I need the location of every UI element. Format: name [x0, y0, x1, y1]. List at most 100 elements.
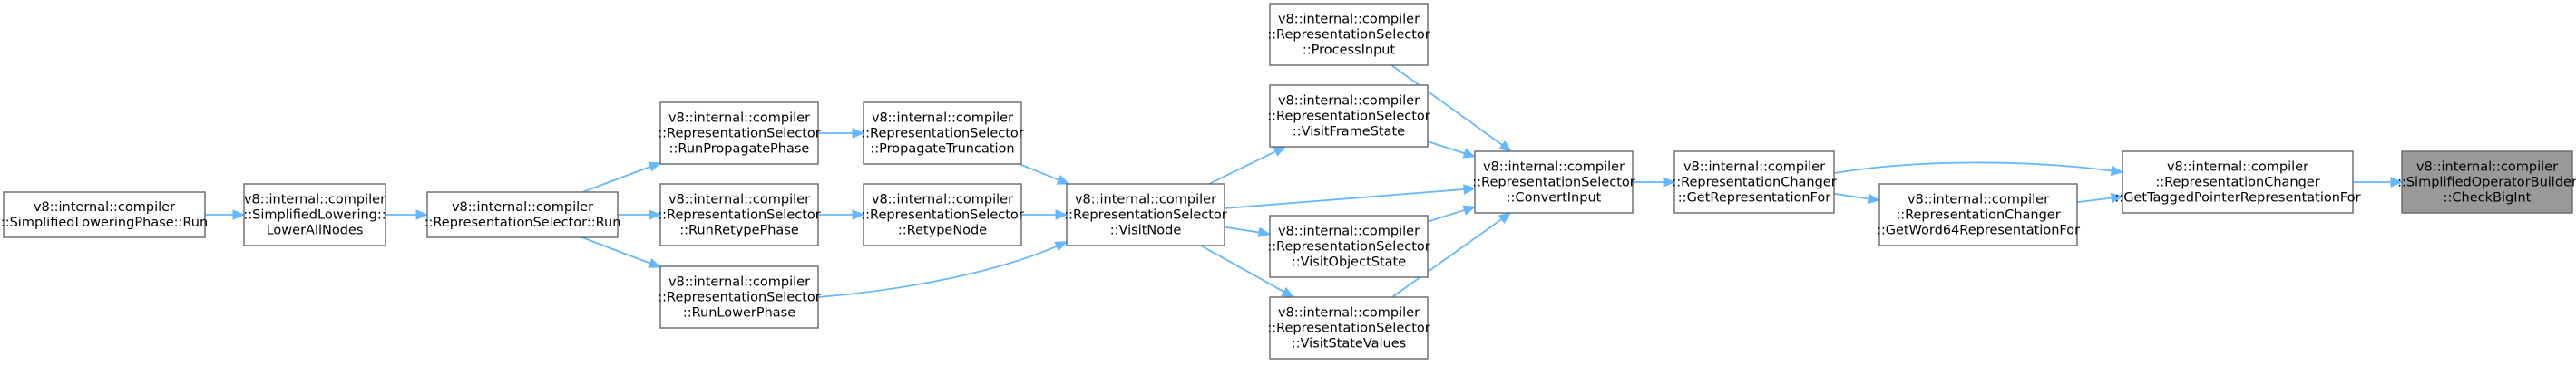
- node-run-propagate-phase-label-line-1: v8::internal::compiler: [668, 111, 810, 126]
- node-get-word64-representation-for-box[interactable]: [1878, 183, 2078, 246]
- node-run-retype-phase-box[interactable]: [659, 183, 819, 246]
- edge-visit-node-to-visit-frame-state-arrowhead: [1273, 146, 1287, 157]
- node-run-retype-phase-label-line-3: ::RunRetypePhase: [679, 224, 799, 238]
- node-propagate-truncation[interactable]: v8::internal::compiler::RepresentationSe…: [861, 101, 1024, 165]
- node-propagate-truncation-box[interactable]: [863, 101, 1022, 165]
- node-visit-object-state[interactable]: v8::internal::compiler::RepresentationSe…: [1267, 215, 1430, 278]
- edge-get-representation-for-to-get-word64-representation-for[interactable]: [1833, 192, 1869, 200]
- node-lower-all-nodes[interactable]: v8::internal::compiler::SimplifiedLoweri…: [243, 183, 386, 246]
- node-representation-selector-run-box[interactable]: [426, 191, 619, 238]
- edge-propagate-truncation-to-visit-node-arrowhead: [1056, 175, 1070, 185]
- node-run-propagate-phase-box[interactable]: [659, 101, 819, 165]
- node-visit-frame-state-box[interactable]: [1269, 84, 1429, 148]
- node-get-tagged-pointer-representation-for[interactable]: v8::internal::compiler::RepresentationCh…: [2114, 150, 2361, 214]
- node-run-propagate-phase[interactable]: v8::internal::compiler::RepresentationSe…: [658, 101, 821, 165]
- node-get-word64-representation-for[interactable]: v8::internal::compiler::RepresentationCh…: [1877, 183, 2080, 246]
- node-simplified-lowering-phase-run-box[interactable]: [3, 191, 206, 238]
- node-visit-frame-state[interactable]: v8::internal::compiler::RepresentationSe…: [1267, 84, 1430, 148]
- node-retype-node-label-line-2: ::RepresentationSelector: [861, 208, 1023, 223]
- nodes: v8::internal::compiler::SimplifiedLoweri…: [1, 3, 2576, 360]
- node-get-tagged-pointer-representation-for-box[interactable]: [2122, 150, 2354, 214]
- node-visit-frame-state-label-line-2: ::RepresentationSelector: [1267, 110, 1429, 124]
- node-representation-selector-run-label-line-1: v8::internal::compiler: [452, 200, 593, 215]
- edge-visit-node-to-convert-input-arrowhead: [1463, 184, 1477, 195]
- edge-process-input-to-convert-input[interactable]: [1390, 64, 1503, 146]
- edge-visit-node-to-visit-state-values[interactable]: [1200, 245, 1285, 293]
- node-process-input-box[interactable]: [1269, 3, 1429, 66]
- node-propagate-truncation-label-line-3: ::PropagateTruncation: [870, 142, 1014, 157]
- node-run-lower-phase-box[interactable]: [659, 265, 819, 329]
- node-check-big-int[interactable]: v8::internal::compiler::SimplifiedOperat…: [2397, 150, 2576, 214]
- node-process-input[interactable]: v8::internal::compiler::RepresentationSe…: [1267, 3, 1430, 66]
- node-run-retype-phase-label-line-2: ::RepresentationSelector: [658, 208, 820, 223]
- node-visit-frame-state-label-line-3: ::VisitFrameState: [1293, 125, 1405, 140]
- edge-lower-all-nodes-to-representation-selector-run-arrowhead: [415, 209, 429, 220]
- edge-get-representation-for-to-get-tagged-pointer-representation-for[interactable]: [1833, 161, 2113, 174]
- node-lower-all-nodes-box[interactable]: [243, 183, 386, 246]
- edge-get-word64-representation-for-to-get-tagged-pointer-representation-for-arrowhead: [2110, 192, 2124, 204]
- node-get-representation-for-label-line-1: v8::internal::compiler: [1683, 160, 1825, 175]
- node-process-input-label-line-1: v8::internal::compiler: [1278, 13, 1420, 27]
- node-check-big-int-label-line-3: ::CheckBigInt: [2444, 191, 2532, 206]
- node-process-input-label-line-2: ::RepresentationSelector: [1267, 28, 1429, 43]
- node-get-tagged-pointer-representation-for-label-line-1: v8::internal::compiler: [2167, 160, 2308, 175]
- node-get-representation-for-box[interactable]: [1673, 150, 1835, 214]
- node-visit-node-box[interactable]: [1066, 183, 1225, 246]
- node-simplified-lowering-phase-run[interactable]: v8::internal::compiler::SimplifiedLoweri…: [1, 191, 208, 238]
- edge-visit-node-to-visit-state-values-arrowhead: [1281, 286, 1295, 298]
- node-convert-input-box[interactable]: [1474, 150, 1634, 214]
- node-run-lower-phase-label-line-2: ::RepresentationSelector: [658, 291, 820, 305]
- node-retype-node[interactable]: v8::internal::compiler::RepresentationSe…: [861, 183, 1024, 246]
- node-check-big-int-box[interactable]: [2401, 150, 2573, 214]
- edge-representation-selector-run-to-run-propagate-phase-arrowhead: [648, 161, 662, 172]
- node-visit-state-values-box[interactable]: [1269, 296, 1429, 360]
- node-representation-selector-run[interactable]: v8::internal::compiler::RepresentationSe…: [424, 191, 621, 238]
- edge-representation-selector-run-to-run-propagate-phase[interactable]: [582, 166, 651, 193]
- node-run-lower-phase[interactable]: v8::internal::compiler::RepresentationSe…: [658, 265, 821, 329]
- node-get-representation-for[interactable]: v8::internal::compiler::RepresentationCh…: [1672, 150, 1837, 214]
- edge-retype-node-to-visit-node-arrowhead: [1055, 209, 1068, 220]
- edge-run-lower-phase-to-visit-node-arrowhead: [1054, 241, 1068, 252]
- edge-visit-state-values-to-convert-input[interactable]: [1391, 218, 1503, 298]
- edge-visit-node-to-visit-object-state[interactable]: [1224, 226, 1260, 234]
- node-get-tagged-pointer-representation-for-label-line-2: ::RepresentationChanger: [2155, 176, 2319, 190]
- node-get-word64-representation-for-label-line-2: ::RepresentationChanger: [1896, 208, 2060, 223]
- edge-visit-node-to-visit-frame-state[interactable]: [1208, 150, 1276, 185]
- edge-visit-state-values-to-convert-input-arrowhead: [1498, 212, 1512, 224]
- node-simplified-lowering-phase-run-label-line-2: ::SimplifiedLoweringPhase::Run: [1, 216, 208, 230]
- edge-get-representation-for-to-get-tagged-pointer-representation-for-arrowhead: [2110, 165, 2124, 177]
- node-convert-input[interactable]: v8::internal::compiler::RepresentationSe…: [1472, 150, 1635, 214]
- node-lower-all-nodes-label-line-1: v8::internal::compiler: [244, 193, 385, 207]
- edge-simplified-lowering-phase-run-to-lower-all-nodes-arrowhead: [232, 209, 246, 220]
- edge-get-tagged-pointer-representation-for-to-check-big-int-arrowhead: [2390, 177, 2404, 188]
- node-convert-input-label-line-3: ::ConvertInput: [1507, 191, 1602, 206]
- edge-get-word64-representation-for-to-get-tagged-pointer-representation-for[interactable]: [2076, 197, 2113, 204]
- edge-convert-input-to-get-representation-for-arrowhead: [1663, 177, 1676, 188]
- edge-get-representation-for-to-get-word64-representation-for-arrowhead: [1867, 193, 1881, 205]
- edge-visit-node-to-visit-object-state-arrowhead: [1257, 226, 1272, 238]
- edge-run-lower-phase-to-visit-node[interactable]: [817, 245, 1058, 298]
- node-lower-all-nodes-label-line-2: ::SimplifiedLowering::: [243, 208, 385, 223]
- edge-process-input-to-convert-input-arrowhead: [1498, 140, 1512, 152]
- edge-run-propagate-phase-to-propagate-truncation-arrowhead: [852, 128, 865, 139]
- node-get-tagged-pointer-representation-for-label-line-3: ::GetTaggedPointerRepresentationFor: [2114, 191, 2360, 206]
- node-propagate-truncation-label-line-2: ::RepresentationSelector: [861, 127, 1023, 141]
- node-get-word64-representation-for-label-line-1: v8::internal::compiler: [1908, 193, 2049, 207]
- edge-visit-node-to-convert-input[interactable]: [1224, 188, 1465, 209]
- node-visit-frame-state-label-line-1: v8::internal::compiler: [1278, 94, 1420, 109]
- node-check-big-int-label-line-2: ::SimplifiedOperatorBuilder: [2397, 176, 2576, 190]
- node-get-word64-representation-for-label-line-3: ::GetWord64RepresentationFor: [1877, 224, 2080, 238]
- edge-visit-frame-state-to-convert-input-arrowhead: [1462, 148, 1477, 159]
- edge-visit-frame-state-to-convert-input[interactable]: [1427, 140, 1465, 155]
- node-run-retype-phase[interactable]: v8::internal::compiler::RepresentationSe…: [658, 183, 821, 246]
- node-convert-input-label-line-1: v8::internal::compiler: [1483, 160, 1625, 175]
- node-check-big-int-label-line-1: v8::internal::compiler: [2416, 160, 2558, 175]
- node-retype-node-box[interactable]: [863, 183, 1022, 246]
- edge-propagate-truncation-to-visit-node[interactable]: [1019, 163, 1059, 181]
- node-visit-node[interactable]: v8::internal::compiler::RepresentationSe…: [1064, 183, 1227, 246]
- edge-representation-selector-run-to-run-lower-phase[interactable]: [581, 236, 651, 265]
- node-visit-object-state-box[interactable]: [1269, 215, 1429, 278]
- node-visit-state-values[interactable]: v8::internal::compiler::RepresentationSe…: [1267, 296, 1430, 360]
- edge-visit-object-state-to-convert-input[interactable]: [1427, 209, 1465, 223]
